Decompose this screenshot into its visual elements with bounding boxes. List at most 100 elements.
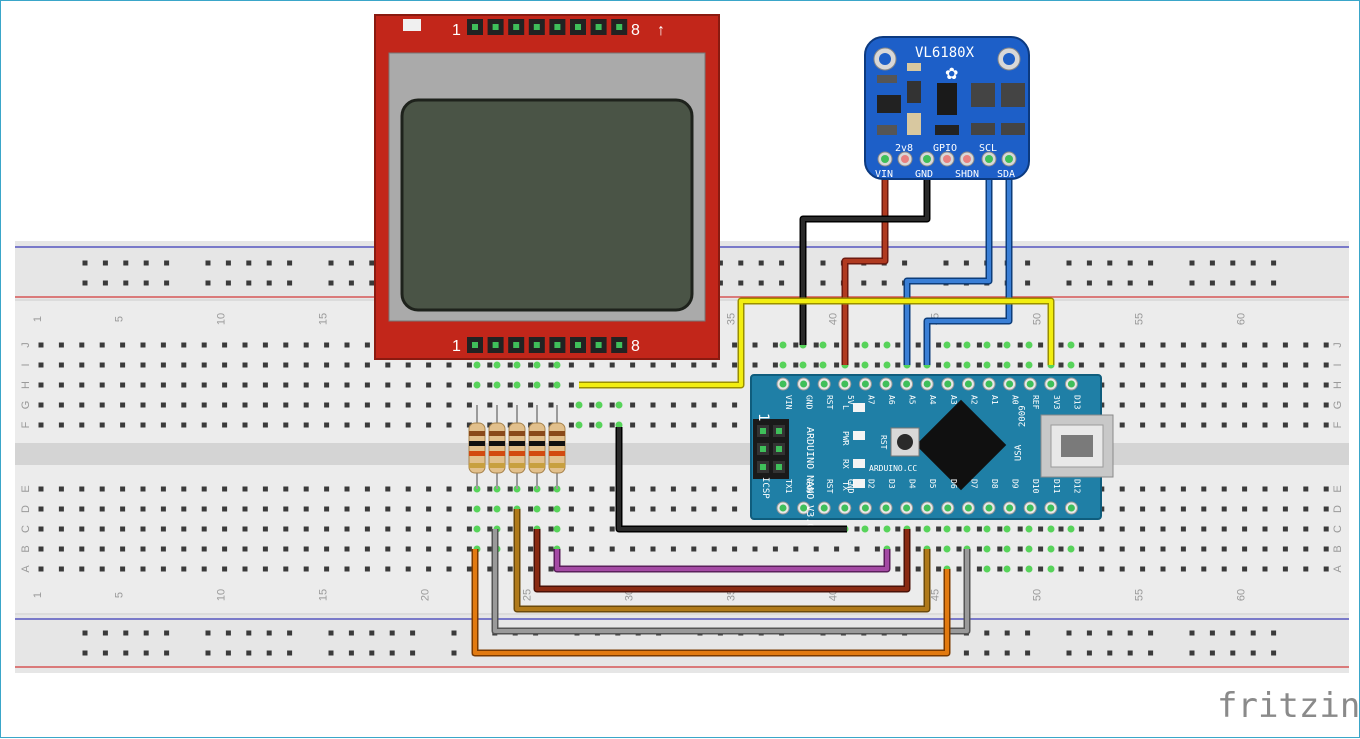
breadboard-hole[interactable] bbox=[650, 402, 656, 408]
breadboard-hole[interactable] bbox=[181, 506, 187, 512]
breadboard-hole[interactable] bbox=[201, 546, 207, 552]
breadboard-hole[interactable] bbox=[1303, 506, 1309, 512]
breadboard-hole[interactable] bbox=[915, 566, 921, 572]
breadboard-hole[interactable] bbox=[201, 342, 207, 348]
breadboard-hole[interactable] bbox=[160, 566, 166, 572]
breadboard-hole[interactable] bbox=[997, 362, 1003, 368]
rail-hole[interactable] bbox=[738, 280, 744, 286]
rail-hole[interactable] bbox=[820, 280, 826, 286]
breadboard-hole[interactable] bbox=[160, 506, 166, 512]
rail-hole[interactable] bbox=[225, 630, 231, 636]
breadboard-hole[interactable] bbox=[1323, 422, 1329, 428]
breadboard-hole[interactable] bbox=[120, 402, 126, 408]
breadboard-hole[interactable] bbox=[732, 546, 738, 552]
breadboard-hole[interactable] bbox=[262, 342, 268, 348]
breadboard-hole[interactable] bbox=[1160, 566, 1166, 572]
breadboard-hole[interactable] bbox=[385, 382, 391, 388]
breadboard-hole[interactable] bbox=[466, 566, 472, 572]
breadboard-hole[interactable] bbox=[1180, 486, 1186, 492]
breadboard-hole[interactable] bbox=[283, 342, 289, 348]
breadboard-hole[interactable] bbox=[507, 566, 513, 572]
rail-hole[interactable] bbox=[143, 280, 149, 286]
breadboard-hole[interactable] bbox=[405, 566, 411, 572]
breadboard-hole[interactable] bbox=[181, 342, 187, 348]
breadboard-hole[interactable] bbox=[1201, 486, 1207, 492]
breadboard-hole[interactable] bbox=[854, 362, 860, 368]
breadboard-hole[interactable] bbox=[1119, 402, 1125, 408]
breadboard-hole[interactable] bbox=[344, 506, 350, 512]
breadboard-hole[interactable] bbox=[1262, 546, 1268, 552]
breadboard-hole[interactable] bbox=[589, 526, 595, 532]
rail-hole[interactable] bbox=[1025, 650, 1031, 656]
breadboard-hole[interactable] bbox=[1058, 342, 1064, 348]
breadboard-hole[interactable] bbox=[201, 486, 207, 492]
breadboard-hole[interactable] bbox=[1119, 546, 1125, 552]
breadboard-hole[interactable] bbox=[324, 422, 330, 428]
breadboard-hole[interactable] bbox=[487, 486, 493, 492]
breadboard-hole[interactable] bbox=[548, 486, 554, 492]
breadboard-hole[interactable] bbox=[283, 546, 289, 552]
breadboard-hole[interactable] bbox=[1160, 342, 1166, 348]
rail-hole[interactable] bbox=[717, 260, 723, 266]
breadboard-hole[interactable] bbox=[1099, 566, 1105, 572]
breadboard-hole[interactable] bbox=[364, 526, 370, 532]
breadboard-hole[interactable] bbox=[1180, 566, 1186, 572]
breadboard-hole[interactable] bbox=[385, 362, 391, 368]
rail-hole[interactable] bbox=[1086, 630, 1092, 636]
breadboard-hole[interactable] bbox=[201, 362, 207, 368]
rail-hole[interactable] bbox=[1209, 630, 1215, 636]
breadboard-hole[interactable] bbox=[1180, 362, 1186, 368]
breadboard-hole[interactable] bbox=[711, 546, 717, 552]
rail-hole[interactable] bbox=[1127, 650, 1133, 656]
breadboard-hole[interactable] bbox=[181, 362, 187, 368]
breadboard-hole[interactable] bbox=[201, 422, 207, 428]
rail-hole[interactable] bbox=[225, 260, 231, 266]
breadboard-hole[interactable] bbox=[405, 506, 411, 512]
breadboard-hole[interactable] bbox=[487, 422, 493, 428]
breadboard-hole[interactable] bbox=[1303, 382, 1309, 388]
breadboard-hole[interactable] bbox=[364, 382, 370, 388]
breadboard-hole[interactable] bbox=[466, 486, 472, 492]
breadboard-hole[interactable] bbox=[140, 526, 146, 532]
breadboard-hole[interactable] bbox=[1201, 566, 1207, 572]
breadboard-hole[interactable] bbox=[1119, 342, 1125, 348]
breadboard-hole[interactable] bbox=[38, 526, 44, 532]
breadboard-hole[interactable] bbox=[813, 342, 819, 348]
breadboard-hole[interactable] bbox=[936, 526, 942, 532]
breadboard-hole[interactable] bbox=[446, 526, 452, 532]
breadboard-hole[interactable] bbox=[364, 486, 370, 492]
breadboard-hole[interactable] bbox=[1242, 342, 1248, 348]
rail-hole[interactable] bbox=[963, 650, 969, 656]
breadboard-hole[interactable] bbox=[1078, 342, 1084, 348]
breadboard-hole[interactable] bbox=[160, 422, 166, 428]
rail-hole[interactable] bbox=[1066, 650, 1072, 656]
breadboard-hole[interactable] bbox=[1099, 526, 1105, 532]
breadboard-hole[interactable] bbox=[1303, 546, 1309, 552]
breadboard-hole[interactable] bbox=[589, 422, 595, 428]
breadboard-hole[interactable] bbox=[58, 486, 64, 492]
breadboard-hole[interactable] bbox=[181, 526, 187, 532]
breadboard-hole[interactable] bbox=[1017, 566, 1023, 572]
breadboard-hole[interactable] bbox=[79, 402, 85, 408]
breadboard-hole[interactable] bbox=[507, 546, 513, 552]
breadboard-hole[interactable] bbox=[344, 486, 350, 492]
breadboard-hole[interactable] bbox=[79, 486, 85, 492]
breadboard-hole[interactable] bbox=[1303, 402, 1309, 408]
breadboard-hole[interactable] bbox=[630, 486, 636, 492]
breadboard-hole[interactable] bbox=[548, 506, 554, 512]
breadboard-hole[interactable] bbox=[1140, 546, 1146, 552]
breadboard-hole[interactable] bbox=[1242, 422, 1248, 428]
breadboard-hole[interactable] bbox=[1262, 362, 1268, 368]
rail-hole[interactable] bbox=[102, 630, 108, 636]
breadboard-hole[interactable] bbox=[650, 486, 656, 492]
breadboard-hole[interactable] bbox=[222, 486, 228, 492]
breadboard-hole[interactable] bbox=[507, 382, 513, 388]
breadboard-hole[interactable] bbox=[1221, 566, 1227, 572]
breadboard-hole[interactable] bbox=[344, 382, 350, 388]
breadboard-hole[interactable] bbox=[1180, 422, 1186, 428]
breadboard-hole[interactable] bbox=[528, 506, 534, 512]
breadboard-hole[interactable] bbox=[793, 546, 799, 552]
breadboard-hole[interactable] bbox=[548, 526, 554, 532]
rail-hole[interactable] bbox=[225, 650, 231, 656]
breadboard-hole[interactable] bbox=[99, 486, 105, 492]
